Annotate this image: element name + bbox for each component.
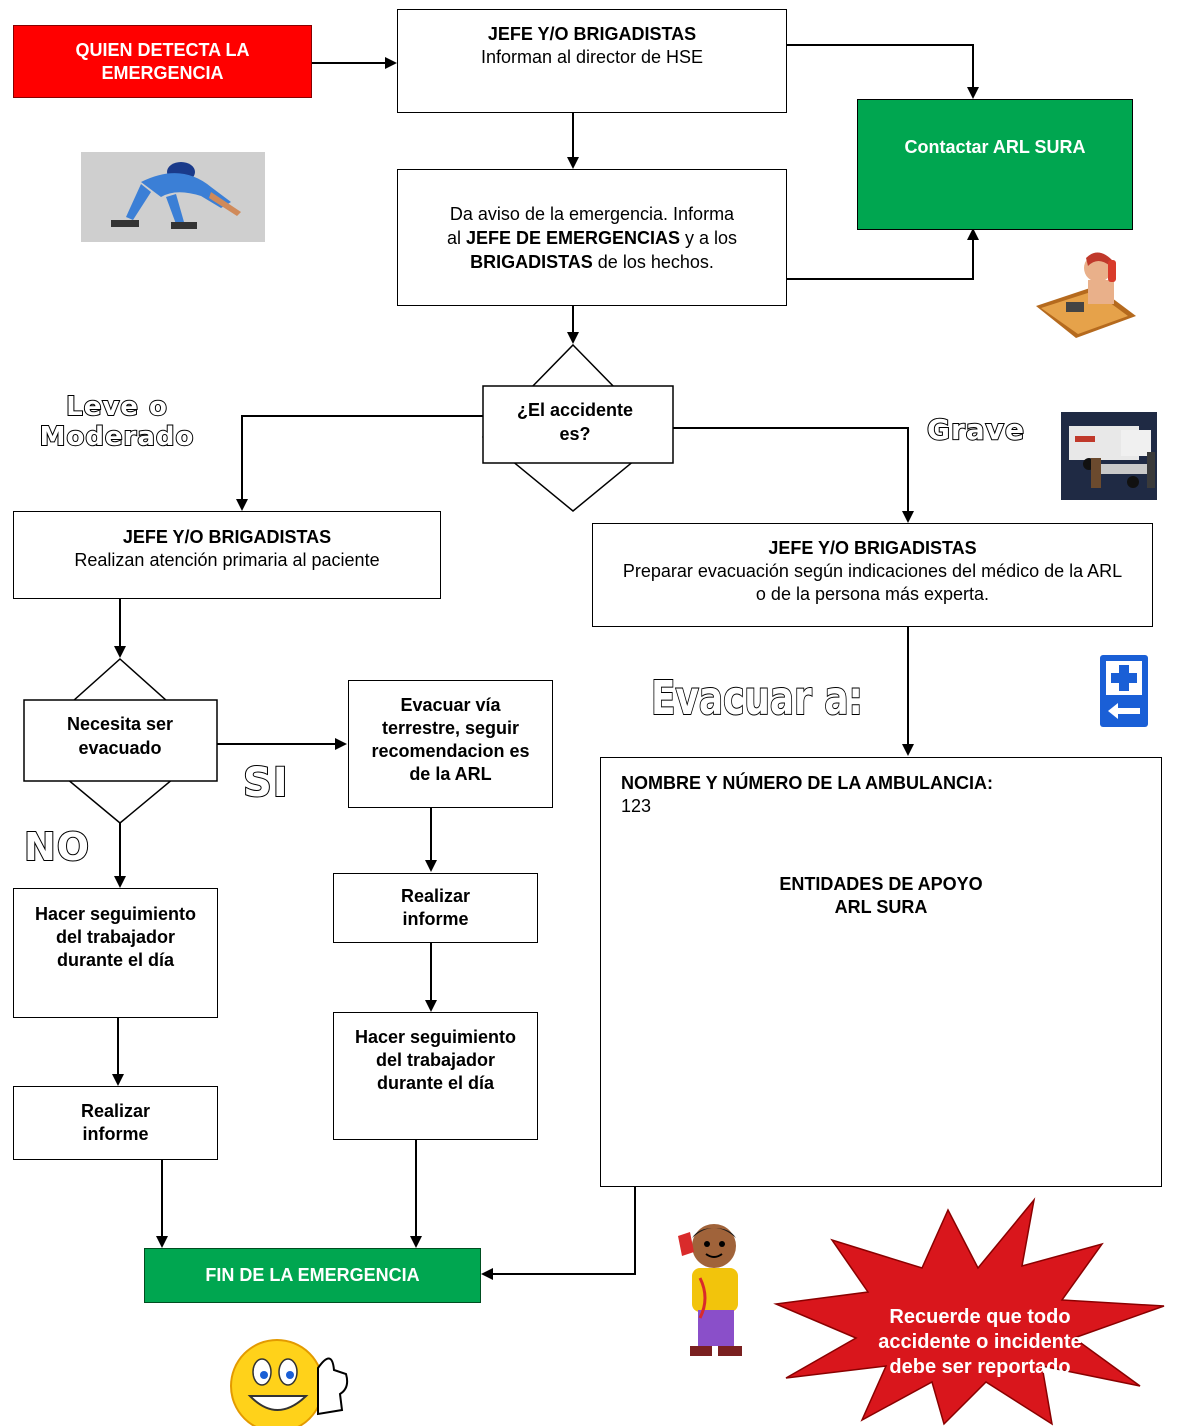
- follow-up-box-left: Hacer seguimiento del trabajador durante…: [13, 888, 218, 1018]
- land-evacuation-text: Evacuar vía terrestre, seguir recomendac…: [371, 695, 530, 784]
- give-notice-box: Da aviso de la emergencia. Informa al JE…: [397, 169, 787, 306]
- contact-arl-box: Contactar ARL SURA: [857, 99, 1133, 230]
- end-emergency-box: FIN DE LA EMERGENCIA: [144, 1248, 481, 1303]
- ambulance-box: NOMBRE Y NÚMERO DE LA AMBULANCIA: 123 EN…: [600, 757, 1162, 1187]
- prepare-evacuation-box: JEFE Y/O BRIGADISTAS Preparar evacuación…: [592, 523, 1153, 627]
- decision-label: ¿El accidente es?: [516, 400, 634, 444]
- primary-care-box: JEFE Y/O BRIGADISTAS Realizan atención p…: [13, 511, 441, 599]
- warning-starburst: Recuerde que todo accidente o incidente …: [773, 1197, 1165, 1426]
- ambulance-number: 123: [621, 796, 652, 816]
- no-label: NO: [23, 824, 91, 869]
- notice-brigadistas: BRIGADISTAS: [470, 251, 593, 272]
- report-text-right: Realizar informe: [400, 886, 471, 929]
- report-box-right: Realizar informe: [333, 873, 538, 943]
- ambulance-photo-icon: [1061, 412, 1157, 500]
- contact-arl-text: Contactar ARL SURA: [904, 137, 1086, 157]
- fallen-worker-icon: [81, 152, 265, 242]
- prepare-evacuation-title: JEFE Y/O BRIGADISTAS: [768, 538, 977, 558]
- follow-up-box-right: Hacer seguimiento del trabajador durante…: [333, 1012, 538, 1140]
- thumbs-up-smiley-icon: [230, 1339, 349, 1426]
- starburst-line-1: Recuerde que todo: [889, 1306, 1070, 1328]
- primary-care-text: Realizan atención primaria al paciente: [74, 550, 380, 570]
- phone-operator-icon: [1036, 252, 1136, 338]
- support-title: ENTIDADES DE APOYO: [779, 874, 983, 894]
- support-value: ARL SURA: [834, 897, 928, 917]
- ambulance-label: NOMBRE Y NÚMERO DE LA AMBULANCIA:: [621, 773, 993, 793]
- inform-hse-text: Informan al director de HSE: [480, 47, 704, 67]
- end-emergency-text: FIN DE LA EMERGENCIA: [205, 1265, 420, 1285]
- notice-jefe: JEFE DE EMERGENCIAS: [465, 227, 681, 248]
- starburst-shape: [773, 1197, 1165, 1426]
- detect-emergency-box: QUIEN DETECTA LA EMERGENCIA: [13, 25, 312, 98]
- follow-up-text-right: Hacer seguimiento del trabajador durante…: [354, 1027, 517, 1093]
- leve-label: Leve o Moderado: [39, 391, 195, 453]
- primary-care-title: JEFE Y/O BRIGADISTAS: [122, 527, 332, 547]
- notice-line-1: Da aviso de la emergencia.: [449, 203, 669, 224]
- starburst-line-3: debe ser reportado: [889, 1356, 1070, 1378]
- inform-hse-title: JEFE Y/O BRIGADISTAS: [487, 24, 697, 44]
- prepare-evacuation-text: Preparar evacuación según indicaciones d…: [622, 561, 1123, 604]
- evacuar-a-label: Evacuar a:: [650, 671, 863, 726]
- boy-phone-icon: [678, 1224, 742, 1356]
- grave-label: Grave: [926, 412, 1025, 446]
- starburst-line-2: accidente o incidente: [878, 1331, 1081, 1353]
- land-evacuation-box: Evacuar vía terrestre, seguir recomendac…: [348, 680, 553, 808]
- inform-hse-box: JEFE Y/O BRIGADISTAS Informan al directo…: [397, 9, 787, 113]
- si-label: SI: [242, 759, 289, 807]
- give-notice-text: Da aviso de la emergencia. Informa al JE…: [442, 202, 742, 274]
- detect-emergency-text: QUIEN DETECTA LA EMERGENCIA: [75, 39, 250, 83]
- support-entities: ENTIDADES DE APOYO ARL SURA: [621, 873, 1141, 919]
- notice-line-6: de los hechos.: [597, 251, 714, 272]
- follow-up-text-left: Hacer seguimiento del trabajador durante…: [34, 904, 197, 970]
- notice-line-2: Informa al: [446, 203, 735, 248]
- report-box-left: Realizar informe: [13, 1086, 218, 1160]
- needs-evacuation-label: Necesita ser evacuado: [66, 714, 174, 758]
- report-text-left: Realizar informe: [80, 1101, 151, 1144]
- hospital-sign-icon: [1100, 655, 1148, 727]
- notice-line-4: y a los: [685, 227, 738, 248]
